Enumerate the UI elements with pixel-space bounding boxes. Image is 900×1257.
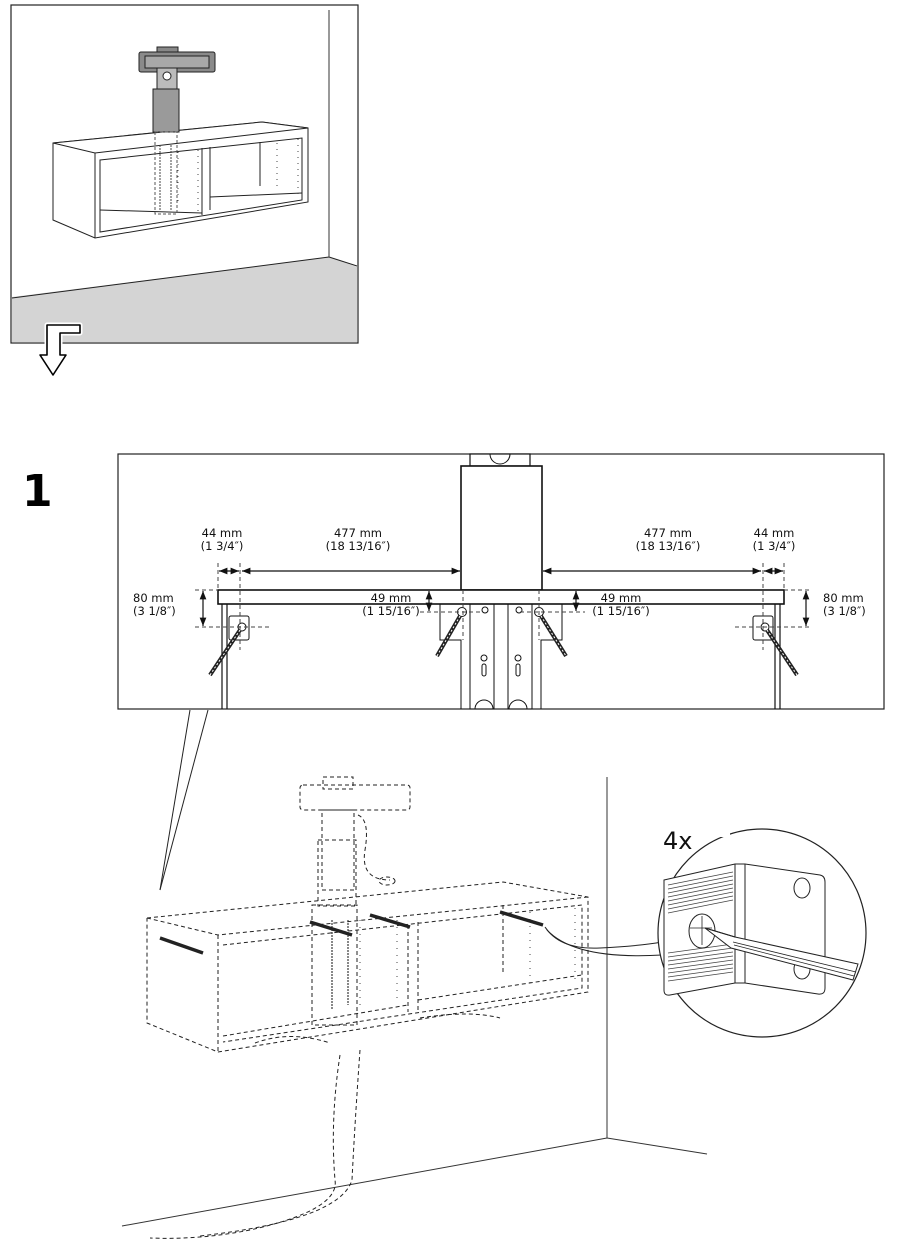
- dimension-right-edge-offset: 44 mm (1 3/4″): [752, 526, 796, 553]
- cabinet: [52, 121, 309, 239]
- bracket-outline: [149, 776, 411, 1239]
- dimension-arrows: [199, 567, 810, 626]
- down-arrow-icon: [37, 322, 83, 378]
- dimension-left-edge-offset: 44 mm (1 3/4″): [200, 526, 244, 553]
- overview-illustration: [10, 4, 359, 378]
- quantity-label: 4x: [663, 827, 693, 855]
- cabinet-outline: [146, 881, 589, 1053]
- shelf-board: [217, 589, 785, 605]
- step-number: 1: [22, 466, 53, 517]
- callout-circle: [657, 815, 867, 1038]
- guide-lines: [195, 563, 812, 650]
- overview-panel: [0, 0, 370, 390]
- tv-bracket: [138, 46, 216, 215]
- pencils: [208, 614, 799, 677]
- dimension-right-vertical: 80 mm (3 1/8″): [823, 591, 866, 618]
- corner-brackets: [228, 607, 774, 641]
- cabinet-illustration: [121, 709, 867, 1239]
- bracket-column: [460, 453, 543, 591]
- pencils-main: [159, 910, 544, 955]
- callout-connector: [544, 926, 663, 949]
- dimension-right-center-vertical: 49 mm (1 15/16″): [592, 591, 650, 618]
- dimension-right-span: 477 mm (18 13/16″): [635, 526, 701, 553]
- dimension-left-vertical: 80 mm (3 1/8″): [133, 591, 176, 618]
- dimension-left-center-vertical: 49 mm (1 15/16″): [362, 591, 420, 618]
- detail-leader-lines: [159, 709, 209, 891]
- dimension-left-span: 477 mm (18 13/16″): [325, 526, 391, 553]
- floor: [12, 257, 357, 342]
- main-illustration: [0, 700, 900, 1257]
- wall-floor: [121, 777, 708, 1227]
